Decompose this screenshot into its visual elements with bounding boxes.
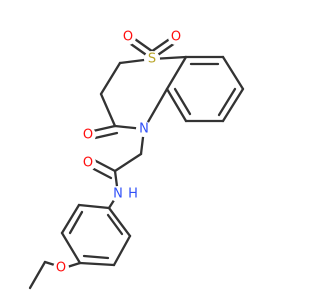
atom-ether-oxygen: O	[53, 260, 69, 276]
atom-amide-nitrogen: N	[110, 186, 126, 202]
bond-ch2-ch2	[99, 61, 122, 96]
molecule-canvas: S O O O N O N	[28, 29, 245, 290]
bond-benzo-double-2	[217, 87, 237, 117]
bond-phenyl-3	[78, 261, 116, 267]
atom-ring-nitrogen: N	[136, 121, 152, 137]
atom-ring-nitrogen-label: N	[139, 122, 149, 137]
bond-benzo-6	[165, 55, 188, 91]
bond-phenyl-5	[60, 203, 81, 235]
atom-sulfonyl-oxygen-left-label: O	[123, 30, 133, 45]
atom-sulfonyl-oxygen-right: O	[168, 29, 184, 45]
atom-lactam-oxygen-label: O	[83, 128, 93, 143]
bond-benzo-3	[221, 87, 245, 123]
bond-benzo-5	[165, 87, 188, 123]
atom-sulfonyl-oxygen-left: O	[120, 29, 136, 45]
chemical-structure-diagram: S O O O N O N	[28, 29, 245, 290]
bond-lactam-co-b	[93, 131, 119, 140]
bond-phenyl-double-2	[82, 254, 110, 260]
bond-phenyl-6	[77, 203, 111, 210]
bonds	[28, 35, 245, 290]
atom-sulfonyl-oxygen-right-label: O	[171, 30, 181, 45]
atom-amide-oxygen: O	[80, 155, 96, 171]
atom-amide-nitrogen-label: N	[113, 187, 123, 202]
bond-ch2-amide-c	[113, 152, 143, 173]
bond-phenyl-2	[112, 234, 132, 267]
atom-amide-hydrogen: H	[126, 187, 140, 202]
bond-phenyl-double-1	[106, 213, 124, 236]
atom-amide-oxygen-label: O	[83, 156, 93, 171]
bond-lactam-co-a	[91, 124, 117, 133]
atom-labels: S O O O N O N	[53, 29, 184, 276]
bond-amide-co-b	[88, 165, 113, 180]
atom-sulfur: S	[144, 51, 160, 67]
bond-phenyl-double-3	[68, 210, 84, 235]
atom-sulfur-label: S	[148, 52, 156, 67]
bond-benzo-double-3	[173, 87, 192, 116]
bond-phenyl-1	[107, 206, 132, 238]
atom-lactam-oxygen: O	[80, 127, 96, 143]
bond-ch2-carbonyl	[99, 92, 117, 128]
bond-amide-co-a	[92, 158, 117, 173]
atom-ether-oxygen-label: O	[56, 261, 66, 276]
bond-phenyl-4	[60, 231, 82, 265]
atom-amide-hydrogen-label: H	[128, 187, 138, 202]
bond-benzo-2	[221, 55, 245, 91]
bond-ch2-ch3	[28, 260, 47, 290]
